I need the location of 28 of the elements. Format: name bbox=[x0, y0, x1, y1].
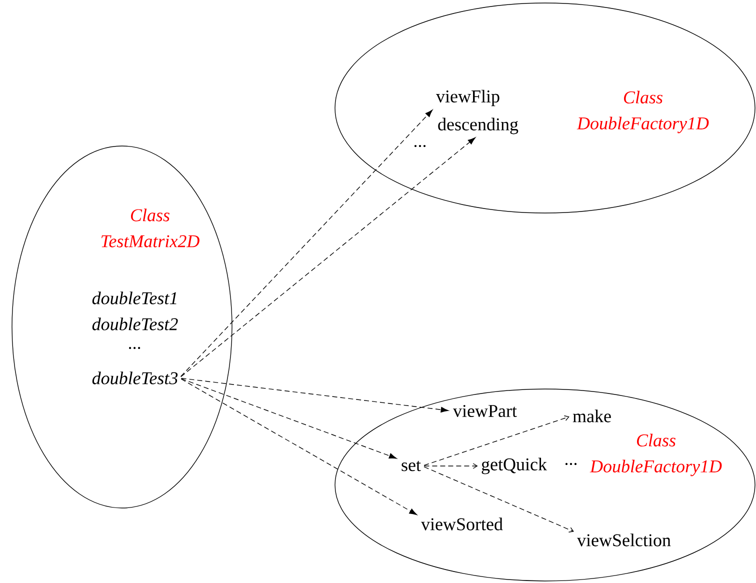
method-label: doubleTest1 bbox=[92, 292, 176, 304]
arrow bbox=[180, 378, 418, 515]
class-ellipse bbox=[334, 2, 756, 214]
method-label: viewSelction bbox=[577, 534, 671, 546]
class-title: Class DoubleFactory1D bbox=[576, 90, 709, 134]
method-label: viewSorted bbox=[421, 518, 503, 530]
method-label: viewFlip bbox=[436, 90, 500, 106]
method-label: ... bbox=[414, 144, 426, 148]
method-label: set bbox=[402, 460, 421, 472]
method-label: ... bbox=[565, 462, 577, 466]
arrow bbox=[424, 463, 478, 469]
arrow bbox=[181, 378, 449, 412]
arrow bbox=[424, 415, 570, 466]
class-title: Class TestMatrix2D bbox=[102, 208, 200, 248]
method-label: doubleTest3 bbox=[92, 372, 178, 384]
method-label: descending bbox=[438, 118, 518, 134]
arrow bbox=[180, 137, 476, 378]
class-title: Class DoubleFactory1D bbox=[590, 434, 722, 476]
arrow bbox=[180, 110, 433, 377]
method-label: doubleTest2 bbox=[92, 318, 178, 330]
arrow bbox=[180, 378, 397, 459]
class-ellipse bbox=[12, 146, 232, 508]
method-label: getQuick bbox=[482, 458, 547, 474]
method-label: viewPart bbox=[453, 404, 517, 418]
arrow bbox=[424, 466, 574, 532]
method-label: ... bbox=[129, 346, 140, 350]
class-ellipse bbox=[334, 388, 756, 582]
method-label: make bbox=[572, 410, 611, 422]
